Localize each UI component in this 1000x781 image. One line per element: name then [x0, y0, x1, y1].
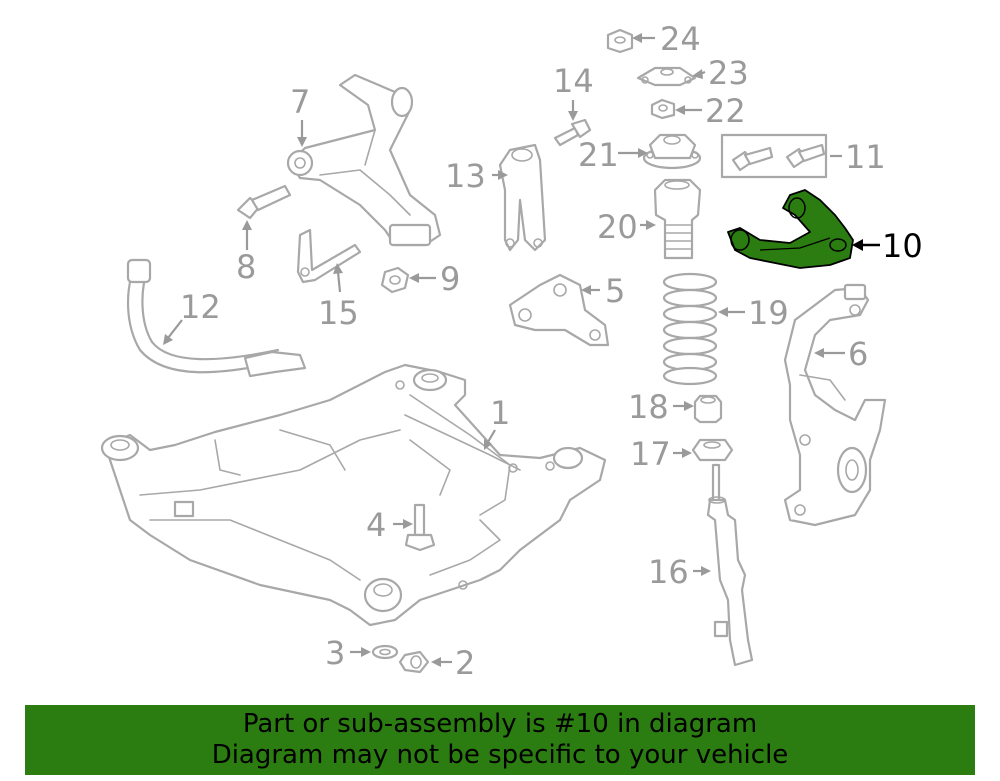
part-label-16: 16	[648, 553, 689, 591]
part-label-3: 3	[325, 634, 345, 672]
part-label-6: 6	[848, 335, 868, 373]
parts-diagram: 24 23 22 21 20 19 18 17 16 11 10 6 5 13 …	[100, 20, 923, 682]
part-label-18: 18	[628, 388, 669, 426]
part-label-15: 15	[318, 294, 359, 332]
steering-knuckle-drawing	[783, 283, 887, 527]
part-label-12: 12	[180, 288, 221, 326]
part-label-1: 1	[490, 394, 510, 432]
bolt-set-drawing	[720, 133, 828, 179]
part-label-22: 22	[705, 92, 746, 130]
dust-boot-drawing	[653, 178, 702, 260]
shock-absorber-drawing	[706, 463, 754, 667]
part-label-7: 7	[290, 83, 310, 121]
knuckle-bracket-drawing	[498, 143, 547, 252]
part-label-19: 19	[748, 294, 789, 332]
part-label-4: 4	[366, 506, 386, 544]
upper-control-arm-drawing	[727, 189, 854, 269]
part-label-2: 2	[455, 644, 475, 682]
part-label-23: 23	[708, 54, 749, 92]
bracket-drawing	[296, 228, 362, 284]
callout-leaders	[163, 33, 880, 667]
part-label-13: 13	[445, 157, 486, 195]
part-label-14: 14	[553, 62, 594, 100]
mount-bracket-drawing	[508, 273, 610, 347]
part-label-21: 21	[578, 136, 619, 174]
strut-nut-drawing	[650, 98, 676, 120]
part-label-10: 10	[882, 227, 923, 265]
coil-spring-drawing	[662, 272, 718, 386]
bracket-bolt-drawing	[553, 118, 592, 147]
subframe-drawing	[100, 363, 607, 627]
part-label-5: 5	[605, 272, 625, 310]
part-label-20: 20	[597, 208, 638, 246]
subframe-bolt-drawing	[404, 503, 436, 552]
banner-line-2: Diagram may not be specific to your vehi…	[211, 740, 789, 770]
part-label-17: 17	[630, 435, 671, 473]
part-label-11: 11	[845, 138, 886, 176]
stabilizer-bar-drawing	[126, 258, 307, 378]
part-labels: 24 23 22 21 20 19 18 17 16 11 10 6 5 13 …	[180, 20, 923, 682]
banner-line-1: Part or sub-assembly is #10 in diagram	[242, 709, 758, 739]
control-arm-nut-drawing	[380, 266, 410, 294]
bump-stop-drawing	[693, 394, 723, 424]
upper-mount-cap-drawing	[636, 66, 697, 87]
spring-seat-drawing	[691, 438, 734, 462]
control-arm-bolt-drawing	[236, 184, 292, 220]
strut-nut-top-drawing	[606, 28, 634, 54]
strut-mount-drawing	[642, 133, 702, 170]
part-label-8: 8	[236, 248, 256, 286]
washer-drawing	[371, 644, 399, 660]
part-label-9: 9	[440, 260, 460, 298]
info-banner: Part or sub-assembly is #10 in diagram D…	[25, 705, 975, 775]
part-label-24: 24	[660, 20, 701, 58]
lower-control-arm-drawing	[286, 73, 442, 247]
nut-drawing	[398, 650, 430, 674]
